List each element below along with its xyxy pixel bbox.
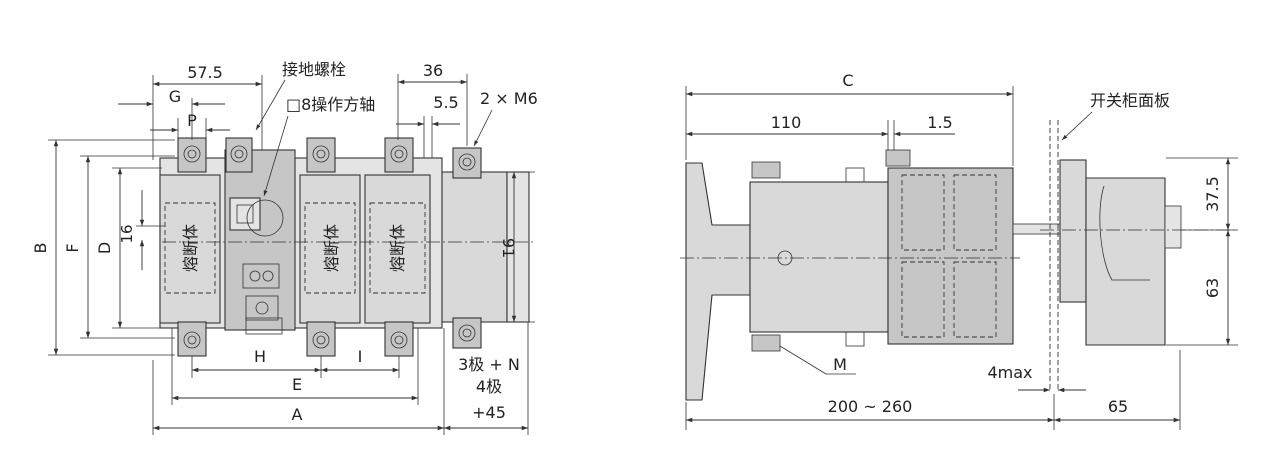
dim-1-5: 1.5	[927, 113, 952, 132]
side-fuse-block	[887, 167, 1014, 345]
dim-e: E	[292, 375, 302, 394]
poles-3n-label: 3极 + N	[458, 355, 520, 374]
side-bolts	[751, 149, 911, 352]
handle-base	[685, 162, 751, 401]
dim-f: F	[63, 243, 82, 252]
front-view: 熔断体 熔断体 熔断体 57.5 G P 接地螺栓 □8操作方轴 36 5.5	[31, 60, 538, 435]
dim-2xm6: 2 × M6	[480, 89, 538, 108]
dim-d: D	[95, 242, 114, 254]
panel-handle-plate	[1059, 159, 1087, 303]
dim-i: I	[358, 347, 363, 366]
dim-m: M	[833, 355, 847, 374]
panel-label: 开关柜面板	[1090, 91, 1170, 110]
operating-shaft	[229, 197, 284, 335]
panel-handle	[1085, 177, 1166, 346]
dim-63: 63	[1203, 278, 1222, 298]
dim-37-5: 37.5	[1203, 176, 1222, 212]
fuse-label-3: 熔断体	[388, 224, 407, 272]
side-shaft	[1012, 223, 1064, 235]
terminals-top	[177, 137, 482, 179]
neutral-block	[441, 171, 508, 323]
plus45-label: +45	[472, 403, 506, 422]
dim-65: 65	[1108, 397, 1128, 416]
dim-c: C	[842, 71, 853, 90]
pole-module-center	[224, 149, 296, 331]
ground-bolt-label: 接地螺栓	[282, 60, 346, 79]
dim-p: P	[187, 111, 197, 130]
dim-b: B	[31, 243, 50, 254]
fuse-label-2: 熔断体	[322, 224, 341, 272]
dim-g: G	[169, 87, 181, 106]
pole-module-3	[364, 174, 431, 324]
side-view: C 110 1.5 开关柜面板 37.5 63 M 4max 200 ~ 260	[680, 71, 1238, 430]
dim-57-5: 57.5	[187, 63, 223, 82]
dim-5-5: 5.5	[433, 93, 458, 112]
poles-4-label: 4极	[476, 377, 502, 396]
dim-4max: 4max	[987, 363, 1032, 382]
dim-a: A	[292, 405, 303, 424]
dim-h: H	[254, 347, 266, 366]
pole-module-1	[159, 174, 221, 324]
dim-110: 110	[771, 113, 802, 132]
fuse-label-1: 熔断体	[181, 224, 200, 272]
side-housing	[749, 181, 889, 333]
dim-16: 16	[118, 224, 136, 243]
dim-36: 36	[423, 61, 443, 80]
dim-200-260: 200 ~ 260	[828, 397, 913, 416]
shaft-label: □8操作方轴	[286, 95, 375, 114]
dim-91: 91	[499, 238, 518, 258]
terminals-bottom	[177, 317, 482, 357]
